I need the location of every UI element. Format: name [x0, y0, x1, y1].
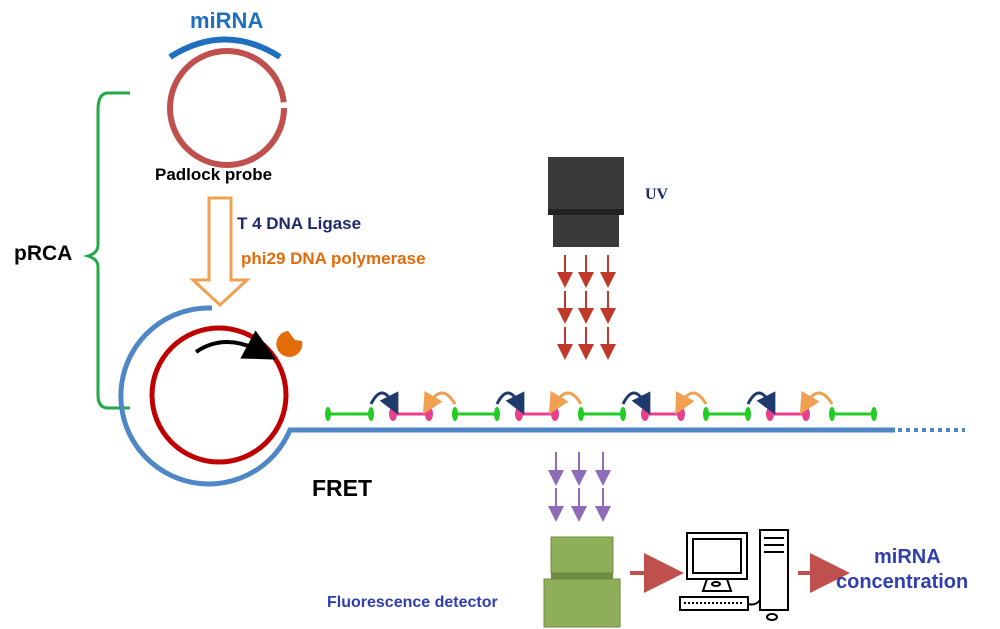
padlock-probe-ring	[167, 48, 287, 168]
ligase-label: T 4 DNA Ligase	[237, 214, 362, 233]
uv-lamp-icon	[548, 157, 624, 247]
rotation-arrow	[194, 330, 277, 360]
probe-green-2	[452, 407, 500, 421]
transfer-arrows-orange	[422, 390, 834, 415]
probe-green-3	[578, 407, 626, 421]
template-ring	[149, 325, 289, 465]
polymerase-label: phi29 DNA polymerase	[241, 249, 426, 268]
emission-arrows	[548, 452, 611, 522]
mirna-label: miRNA	[190, 8, 264, 33]
product-strand	[118, 305, 895, 487]
transfer-arrows-navy	[369, 391, 776, 415]
computer-icon	[679, 529, 789, 621]
uv-arrows	[557, 255, 616, 360]
mirna-arc	[168, 36, 282, 60]
probe-green-1	[325, 407, 374, 421]
padlock-probe-label: Padlock probe	[155, 165, 273, 184]
probe-pink-3	[641, 407, 685, 421]
result-label-line2: concentration	[836, 571, 969, 593]
probe-green-5	[829, 407, 877, 421]
probe-green-4	[703, 407, 751, 421]
prca-label: pRCA	[14, 242, 73, 265]
probe-pink-1	[389, 407, 433, 421]
probe-pink-2	[515, 407, 559, 421]
fluorescence-detector-label: Fluorescence detector	[327, 594, 498, 611]
probe-pink-4	[766, 407, 810, 421]
uv-label: UV	[645, 186, 669, 203]
polymerase-icon	[276, 331, 303, 357]
prca-bracket	[82, 91, 130, 410]
fret-label: FRET	[312, 475, 373, 501]
fluorescence-detector-icon	[543, 536, 621, 628]
result-label-line1: miRNA	[874, 546, 941, 568]
hollow-down-arrow	[189, 196, 251, 308]
